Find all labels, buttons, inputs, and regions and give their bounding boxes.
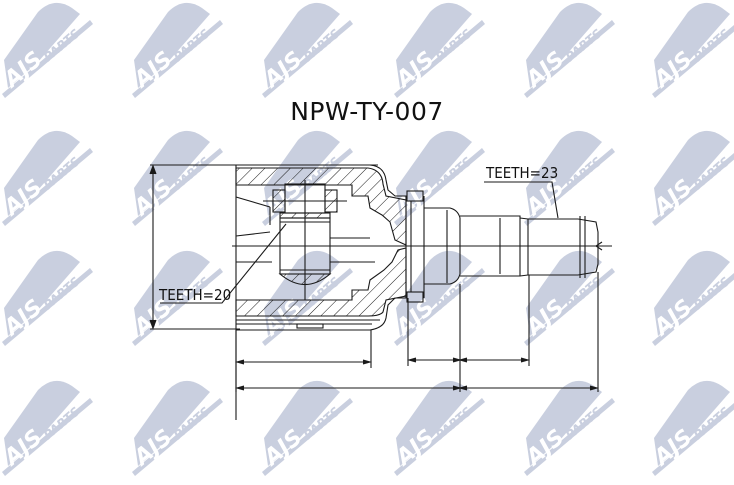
housing-lower-wall <box>235 247 407 317</box>
leader-teeth-20 <box>160 223 287 304</box>
part-number-title: NPW-TY-007 <box>290 97 444 126</box>
teeth-23-label: TEETH=23 <box>485 164 558 182</box>
output-shaft <box>424 207 603 285</box>
housing-upper-wall <box>235 167 407 246</box>
teeth-20-label: TEETH=20 <box>158 286 231 304</box>
leader-teeth-23 <box>484 181 559 219</box>
tripod-roller <box>263 180 347 300</box>
seal-ring <box>405 190 425 303</box>
